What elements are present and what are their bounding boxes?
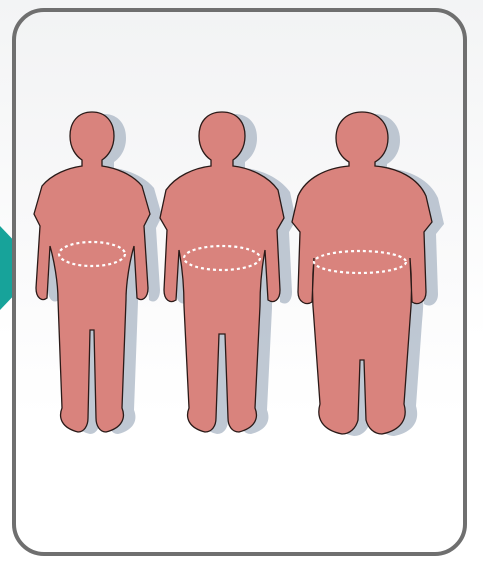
figure-medium: [160, 112, 296, 434]
figure-large: [292, 112, 444, 436]
figure-slim: [34, 112, 162, 434]
